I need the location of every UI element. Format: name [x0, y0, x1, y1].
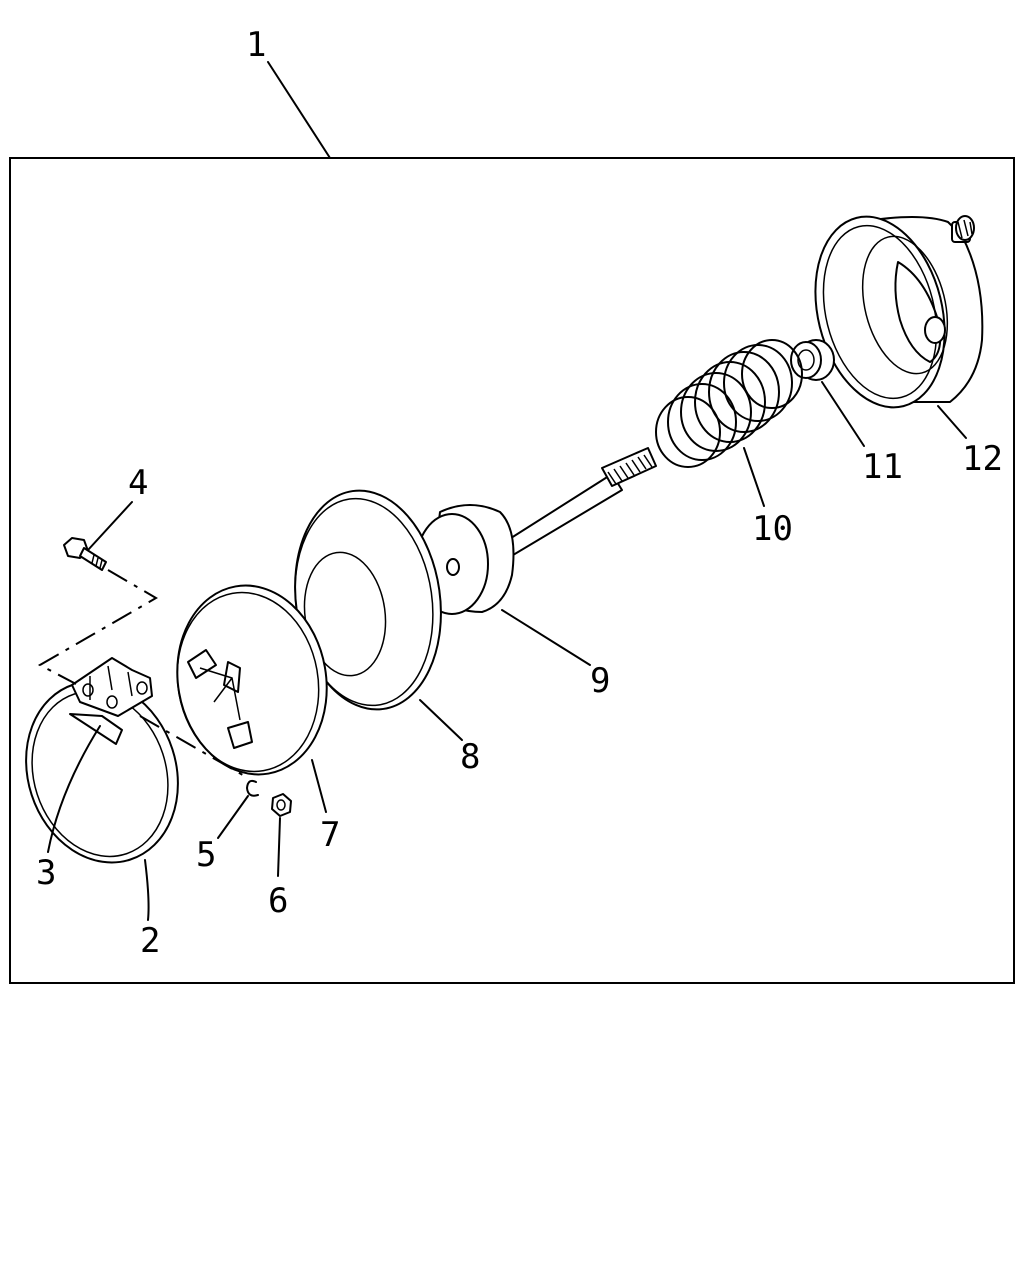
- assembly-frame: [9, 157, 1015, 984]
- leader-1: [267, 61, 331, 159]
- part-12-housing: [814, 215, 984, 409]
- leader-12: [937, 405, 967, 439]
- callout-9: 9: [590, 661, 610, 701]
- part-11-bushing: [790, 339, 835, 381]
- leader-7: [311, 759, 327, 813]
- callout-4: 4: [128, 463, 148, 503]
- callout-6: 6: [268, 881, 288, 921]
- leader-9: [501, 609, 591, 666]
- part-5-washer: [246, 779, 259, 797]
- part-4-bolt: [63, 537, 107, 571]
- leader-4: [87, 501, 133, 551]
- callout-3: 3: [36, 853, 56, 893]
- leader-3: [47, 725, 101, 853]
- callout-5: 5: [196, 835, 216, 875]
- part-6-nut: [271, 793, 292, 817]
- leader-6: [277, 817, 281, 877]
- part-7-backing-plate: [176, 584, 328, 776]
- callout-1: 1: [246, 25, 266, 65]
- callout-11: 11: [862, 447, 903, 487]
- part-10-spring: [655, 339, 803, 468]
- part-9-plate-rod: [415, 447, 657, 615]
- leader-10: [743, 447, 765, 507]
- callout-7: 7: [320, 815, 340, 855]
- callout-10: 10: [752, 509, 793, 549]
- callout-12: 12: [962, 439, 1003, 479]
- callout-2: 2: [140, 921, 160, 961]
- leader-8: [419, 699, 463, 741]
- callout-8: 8: [460, 737, 480, 777]
- leader-11: [821, 381, 865, 447]
- leader-2: [144, 859, 150, 921]
- part-3-clamp-bracket: [69, 657, 153, 745]
- nut-guide-line: [139, 715, 249, 779]
- leader-5: [217, 795, 249, 839]
